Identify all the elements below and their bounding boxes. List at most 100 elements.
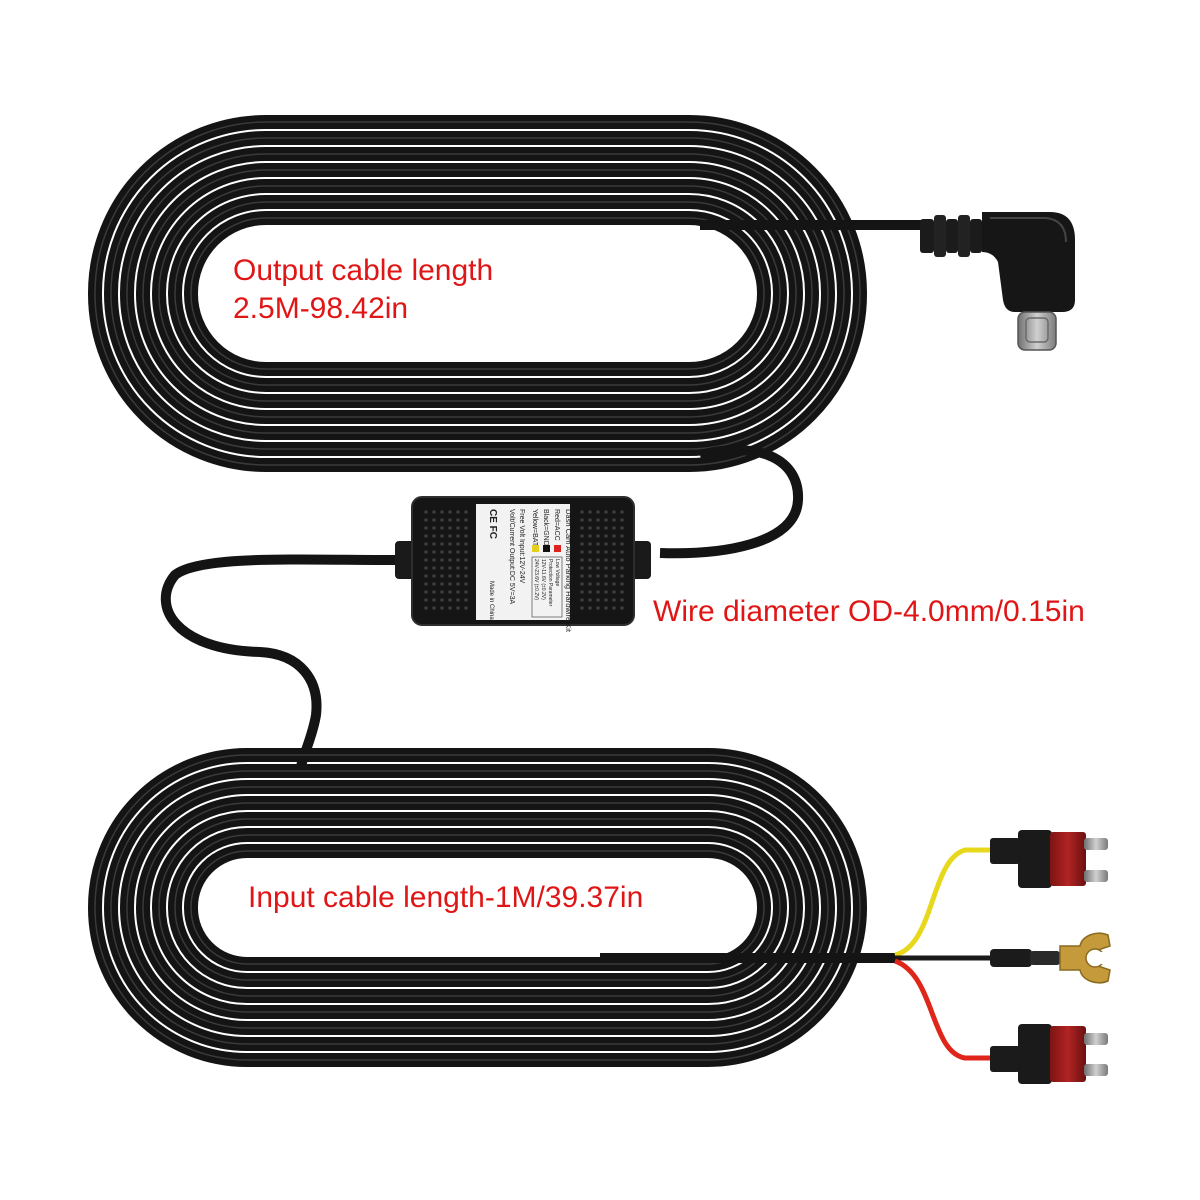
vent-hole	[588, 606, 592, 610]
vent-hole	[604, 510, 608, 514]
vent-hole	[588, 542, 592, 546]
vent-hole	[596, 606, 600, 610]
vent-hole	[424, 566, 428, 570]
vent-hole	[620, 574, 624, 578]
vent-hole	[440, 542, 444, 546]
vent-hole	[440, 590, 444, 594]
vent-hole	[456, 590, 460, 594]
vent-hole	[604, 558, 608, 562]
split-wires	[893, 847, 992, 1061]
box-label-param1: Low Voltage	[554, 559, 560, 586]
vent-hole	[596, 566, 600, 570]
vent-hole	[588, 590, 592, 594]
vent-hole	[448, 574, 452, 578]
vent-hole	[620, 582, 624, 586]
vent-hole	[424, 598, 428, 602]
vent-hole	[620, 510, 624, 514]
box-label-input: Free Volt Input:12V-24V	[518, 509, 525, 584]
output-cable-length-label: Output cable length 2.5M-98.42in	[233, 252, 493, 328]
vent-hole	[620, 598, 624, 602]
vent-hole	[448, 566, 452, 570]
box-label-yellow: Yellow=BATT	[531, 509, 538, 551]
vent-hole	[432, 542, 436, 546]
middle-cable	[160, 445, 804, 776]
vent-hole	[448, 542, 452, 546]
vent-hole	[580, 542, 584, 546]
vent-hole	[456, 550, 460, 554]
box-label-param2: Protection Parameter	[547, 559, 553, 607]
vent-hole	[612, 590, 616, 594]
vent-hole	[620, 526, 624, 530]
vent-hole	[432, 550, 436, 554]
ground-fork-terminal	[990, 932, 1114, 984]
vent-hole	[464, 590, 468, 594]
vent-hole	[580, 574, 584, 578]
vent-hole	[588, 510, 592, 514]
vent-hole	[596, 558, 600, 562]
vent-hole	[588, 526, 592, 530]
vent-hole	[464, 510, 468, 514]
vent-hole	[612, 510, 616, 514]
vent-hole	[604, 518, 608, 522]
vent-hole	[448, 598, 452, 602]
ce-mark-icon: CE FC	[487, 509, 498, 539]
vent-hole	[464, 534, 468, 538]
vent-hole	[580, 518, 584, 522]
vent-hole	[456, 510, 460, 514]
vent-hole	[464, 582, 468, 586]
vent-hole	[612, 534, 616, 538]
converter-box: Dash Cam Auto Parking Hardwire Kit Red=A…	[395, 496, 651, 633]
wire-diameter-label: Wire diameter OD-4.0mm/0.15in	[653, 595, 1085, 628]
vent-hole	[580, 582, 584, 586]
vent-hole	[596, 518, 600, 522]
vent-hole	[456, 598, 460, 602]
vent-hole	[588, 582, 592, 586]
box-label-param4: 24V-23.6V (±0.2V)	[533, 559, 539, 600]
vent-hole	[596, 590, 600, 594]
vent-hole	[432, 598, 436, 602]
vent-hole	[448, 534, 452, 538]
vent-hole	[456, 526, 460, 530]
vent-hole	[456, 542, 460, 546]
vent-hole	[448, 590, 452, 594]
output-cable-length-line2: 2.5M-98.42in	[233, 292, 409, 325]
vent-hole	[620, 550, 624, 554]
vent-hole	[588, 566, 592, 570]
vent-hole	[612, 526, 616, 530]
vent-hole	[464, 598, 468, 602]
vent-hole	[604, 598, 608, 602]
vent-holes-left	[424, 510, 468, 610]
vent-hole	[580, 510, 584, 514]
vent-hole	[432, 606, 436, 610]
vent-hole	[464, 606, 468, 610]
fuse-tap-top	[990, 830, 1108, 888]
vent-hole	[580, 566, 584, 570]
input-cable-coil	[88, 748, 895, 1067]
vent-hole	[620, 558, 624, 562]
vent-hole	[580, 606, 584, 610]
vent-hole	[440, 534, 444, 538]
box-label: Dash Cam Auto Parking Hardwire Kit Red=A…	[487, 509, 573, 633]
vent-hole	[596, 526, 600, 530]
vent-hole	[456, 574, 460, 578]
vent-hole	[620, 606, 624, 610]
vent-hole	[596, 534, 600, 538]
usb-c-plug	[920, 212, 1075, 351]
vent-hole	[596, 598, 600, 602]
box-label-output: Volt/Current Output:DC 5V=3A	[508, 509, 515, 604]
vent-hole	[580, 598, 584, 602]
vent-hole	[424, 542, 428, 546]
vent-hole	[432, 590, 436, 594]
vent-hole	[620, 542, 624, 546]
vent-hole	[604, 534, 608, 538]
vent-hole	[432, 510, 436, 514]
vent-hole	[440, 510, 444, 514]
vent-hole	[424, 606, 428, 610]
vent-hole	[464, 518, 468, 522]
vent-hole	[448, 518, 452, 522]
box-label-param3: 12V-11.6V (±0.2V)	[540, 559, 546, 600]
vent-hole	[448, 558, 452, 562]
vent-hole	[588, 550, 592, 554]
vent-hole	[596, 542, 600, 546]
vent-hole	[580, 526, 584, 530]
